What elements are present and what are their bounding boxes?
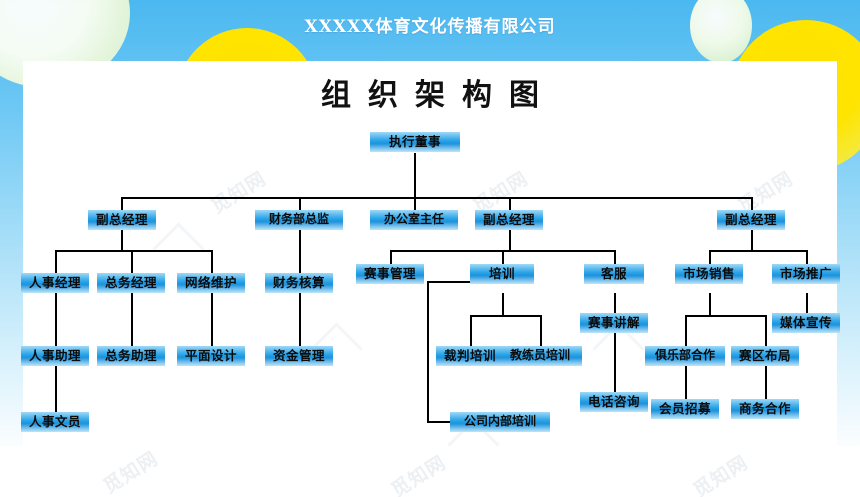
page-title: 组织架构图	[321, 78, 556, 113]
org-node-event-management[interactable]: 赛事管理	[356, 264, 424, 284]
org-node-coach-training[interactable]: 教练员培训	[498, 346, 582, 366]
connector	[299, 230, 301, 273]
connector	[55, 366, 57, 412]
org-node-office-director[interactable]: 办公室主任	[370, 210, 458, 230]
org-node-market-sales[interactable]: 市场销售	[675, 264, 743, 284]
connector	[509, 230, 511, 251]
connector	[211, 250, 213, 273]
org-node-deputy-gm-1[interactable]: 副总经理	[88, 210, 156, 230]
org-node-business-cooperation[interactable]: 商务合作	[731, 399, 799, 419]
org-node-training[interactable]: 培训	[470, 264, 534, 284]
org-node-hr-clerk[interactable]: 人事文员	[21, 412, 89, 432]
connector	[414, 153, 416, 198]
connector	[709, 293, 711, 316]
connector	[765, 366, 767, 399]
connector	[685, 315, 687, 346]
connector	[540, 315, 542, 346]
org-node-internal-company-training[interactable]: 公司内部培训	[450, 412, 550, 432]
org-node-hr-assistant[interactable]: 人事助理	[21, 346, 89, 366]
connector	[211, 293, 213, 346]
connector	[709, 250, 711, 273]
connector	[806, 250, 808, 273]
connector	[121, 197, 123, 210]
connector	[502, 250, 504, 273]
connector	[427, 281, 475, 283]
connector	[614, 333, 616, 392]
connector	[427, 421, 450, 423]
org-node-customer-service[interactable]: 客服	[584, 264, 644, 284]
connector	[131, 250, 133, 273]
connector	[685, 366, 687, 399]
org-node-event-commentary[interactable]: 赛事讲解	[580, 313, 648, 333]
org-node-market-promotion[interactable]: 市场推广	[772, 264, 840, 284]
connector	[806, 293, 808, 313]
connector	[390, 250, 392, 273]
company-name: XXXXX体育文化传播有限公司	[304, 17, 556, 37]
connector	[709, 250, 807, 252]
org-node-executive-director[interactable]: 执行董事	[370, 132, 460, 152]
connector	[614, 293, 616, 313]
connector	[509, 197, 511, 210]
org-node-deputy-gm-2[interactable]: 副总经理	[475, 210, 543, 230]
connector	[55, 250, 57, 273]
org-node-referee-training[interactable]: 裁判培训	[436, 346, 504, 366]
org-node-fund-management[interactable]: 资金管理	[265, 346, 333, 366]
decorative-white-circle-right	[690, 0, 752, 63]
connector	[765, 315, 767, 346]
connector	[121, 197, 753, 199]
connector	[502, 293, 504, 316]
org-node-hr-manager[interactable]: 人事经理	[21, 273, 89, 293]
connector	[299, 293, 301, 346]
org-node-financial-accounting[interactable]: 财务核算	[265, 273, 333, 293]
org-node-division-layout[interactable]: 赛区布局	[731, 346, 799, 366]
org-node-finance-director[interactable]: 财务部总监	[255, 210, 343, 230]
connector	[131, 293, 133, 346]
connector	[470, 315, 542, 317]
org-node-graphic-design[interactable]: 平面设计	[177, 346, 245, 366]
org-node-general-affairs-assistant[interactable]: 总务助理	[97, 346, 165, 366]
org-node-network-maintenance[interactable]: 网络维护	[177, 273, 245, 293]
connector	[685, 315, 766, 317]
org-node-club-cooperation[interactable]: 俱乐部合作	[645, 346, 725, 366]
org-node-deputy-gm-3[interactable]: 副总经理	[717, 210, 785, 230]
org-node-member-recruitment[interactable]: 会员招募	[651, 399, 719, 419]
connector	[55, 250, 212, 252]
connector	[427, 281, 429, 422]
connector	[614, 250, 616, 273]
connector	[751, 230, 753, 251]
connector	[751, 197, 753, 210]
connector	[55, 293, 57, 346]
connector	[299, 197, 301, 210]
connector	[121, 230, 123, 251]
connector	[470, 315, 472, 346]
org-node-phone-consultation[interactable]: 电话咨询	[580, 392, 648, 412]
org-node-general-affairs-manager[interactable]: 总务经理	[97, 273, 165, 293]
connector	[414, 197, 416, 210]
org-node-media-publicity[interactable]: 媒体宣传	[772, 313, 840, 333]
